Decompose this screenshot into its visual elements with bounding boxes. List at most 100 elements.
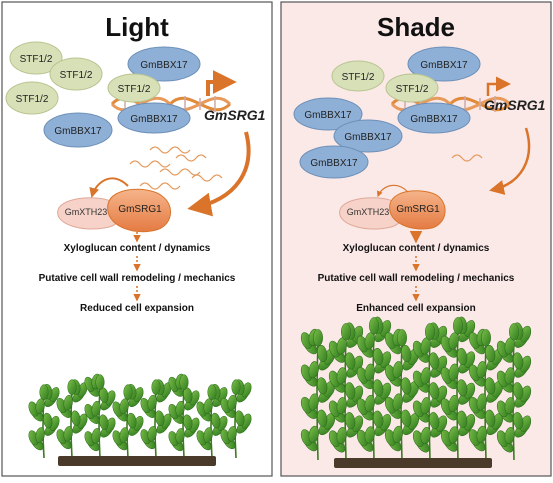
mrna-transcripts — [451, 154, 483, 162]
leaf — [364, 426, 375, 444]
stf-bound: STF1/2 — [385, 73, 439, 103]
xth23-label: GmXTH23 — [65, 207, 108, 217]
soybean-plant — [356, 316, 392, 461]
interaction-arc — [377, 184, 409, 198]
leaf — [448, 394, 459, 413]
leaf — [457, 348, 468, 366]
step-xyloglucan: Xyloglucan content / dynamics — [343, 243, 490, 254]
panel-light-title: Light — [105, 12, 169, 42]
leaf — [341, 323, 351, 341]
bbx-bound-top: GmBBX17 — [407, 46, 481, 82]
stf-label: STF1/2 — [16, 94, 49, 105]
leaf — [429, 412, 440, 430]
panel-light: Light STF1/2 STF1/2 STF1/2 GmBBX17 — [1, 1, 273, 477]
short-plant-row — [28, 373, 252, 459]
leaf — [317, 409, 328, 427]
leaf — [345, 352, 356, 370]
step-cell-wall: Putative cell wall remodeling / mechanic… — [39, 273, 236, 284]
soybean-plant — [300, 328, 336, 461]
bbx-protein: GmBBX17 — [333, 119, 403, 153]
gene-label: GmSRG1 — [484, 97, 546, 113]
step-expansion: Reduced cell expansion — [80, 303, 194, 314]
leaf — [175, 428, 185, 444]
soybean-plant — [140, 379, 172, 459]
leaf — [147, 394, 157, 411]
leaf — [147, 426, 157, 442]
leaf — [429, 382, 440, 400]
leaf — [235, 410, 245, 427]
leaf — [179, 374, 189, 391]
leaf — [119, 427, 129, 443]
leaf — [373, 379, 384, 397]
leaf — [345, 382, 356, 400]
bbx-protein: GmBBX17 — [43, 112, 113, 148]
leaf — [175, 400, 185, 417]
leaf — [207, 384, 217, 401]
leaf — [91, 428, 101, 444]
leaf — [401, 377, 412, 395]
leaf — [476, 425, 487, 443]
soybean-plant — [496, 322, 532, 461]
leaf — [99, 414, 109, 431]
xth23-label: GmXTH23 — [347, 207, 390, 217]
tall-plant-row — [300, 316, 532, 461]
stf-label: STF1/2 — [60, 70, 93, 81]
interaction-arc — [89, 177, 129, 198]
bbx-label: GmBBX17 — [54, 126, 102, 137]
soybean-plant — [384, 328, 420, 461]
leaf — [513, 352, 524, 370]
leaf — [227, 426, 237, 442]
soybean-plant — [28, 384, 60, 459]
bbx-bound-bottom: GmBBX17 — [397, 102, 471, 134]
leaf — [485, 377, 496, 395]
leaf — [448, 426, 459, 444]
leaf — [513, 382, 524, 400]
leaf — [336, 397, 347, 415]
soybean-plant — [440, 316, 476, 461]
leaf — [481, 329, 491, 347]
leaf — [317, 345, 328, 363]
leaf — [485, 409, 496, 427]
stf-label: STF1/2 — [118, 84, 151, 95]
leaf — [476, 393, 487, 411]
leaf — [227, 394, 237, 411]
translation-arrow — [187, 131, 251, 217]
transcription-start-arrow — [486, 76, 511, 96]
stf-protein: STF1/2 — [9, 41, 63, 75]
translation-arrow — [489, 127, 531, 195]
leaf — [457, 410, 468, 428]
step-expansion: Enhanced cell expansion — [356, 303, 475, 314]
leaf — [373, 348, 384, 366]
leaf — [392, 361, 403, 379]
leaf — [231, 379, 241, 396]
leaf — [448, 363, 459, 381]
soybean-plant — [328, 322, 364, 461]
step-xyloglucan: Xyloglucan content / dynamics — [64, 243, 211, 254]
leaf — [313, 329, 323, 347]
leaf — [308, 393, 319, 411]
transcription-start-arrow — [206, 70, 237, 96]
soybean-plant — [56, 379, 88, 459]
leaf — [308, 425, 319, 443]
leaf — [392, 393, 403, 411]
leaf — [504, 427, 515, 445]
leaf — [317, 377, 328, 395]
srg1-label: GmSRG1 — [396, 204, 440, 215]
leaf — [183, 414, 193, 431]
srg1-label: GmSRG1 — [118, 204, 162, 215]
soil — [58, 456, 216, 466]
leaf — [457, 379, 468, 397]
leaf — [485, 345, 496, 363]
soybean-plant — [468, 328, 504, 461]
stf-protein: STF1/2 — [331, 60, 385, 92]
leaf — [420, 367, 431, 385]
leaf — [504, 367, 515, 385]
leaf — [397, 329, 407, 347]
stf-bound: STF1/2 — [107, 73, 161, 103]
leaf — [476, 361, 487, 379]
leaf — [127, 412, 137, 429]
srg1-protein: GmSRG1 — [389, 190, 446, 230]
leaf — [336, 367, 347, 385]
leaf — [67, 379, 77, 396]
